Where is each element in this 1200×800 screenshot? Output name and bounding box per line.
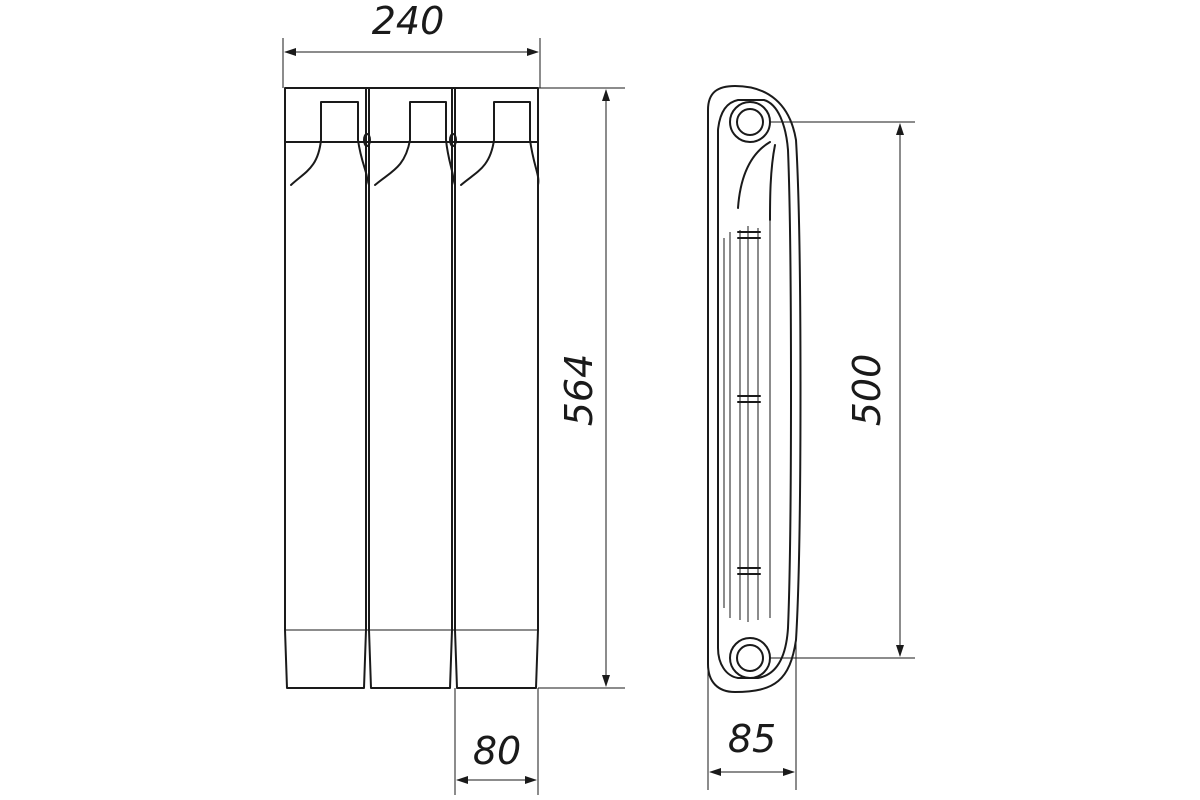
width-label: 240	[372, 0, 445, 43]
front-view	[284, 87, 540, 689]
height-dimension: 564	[538, 87, 625, 689]
depth-dimension: 85	[707, 640, 797, 790]
axis-distance-dimension: 500	[770, 121, 915, 659]
radiator-section-1	[284, 101, 368, 689]
height-label: 564	[557, 354, 601, 427]
section-width-dimension: 80	[454, 688, 539, 795]
axis-distance-label: 500	[845, 354, 889, 427]
side-view	[707, 85, 802, 693]
radiator-section-3	[454, 101, 540, 689]
radiator-section-2	[368, 101, 455, 689]
section-width-label: 80	[473, 729, 521, 773]
width-dimension: 240	[282, 0, 541, 88]
depth-label: 85	[728, 717, 776, 761]
